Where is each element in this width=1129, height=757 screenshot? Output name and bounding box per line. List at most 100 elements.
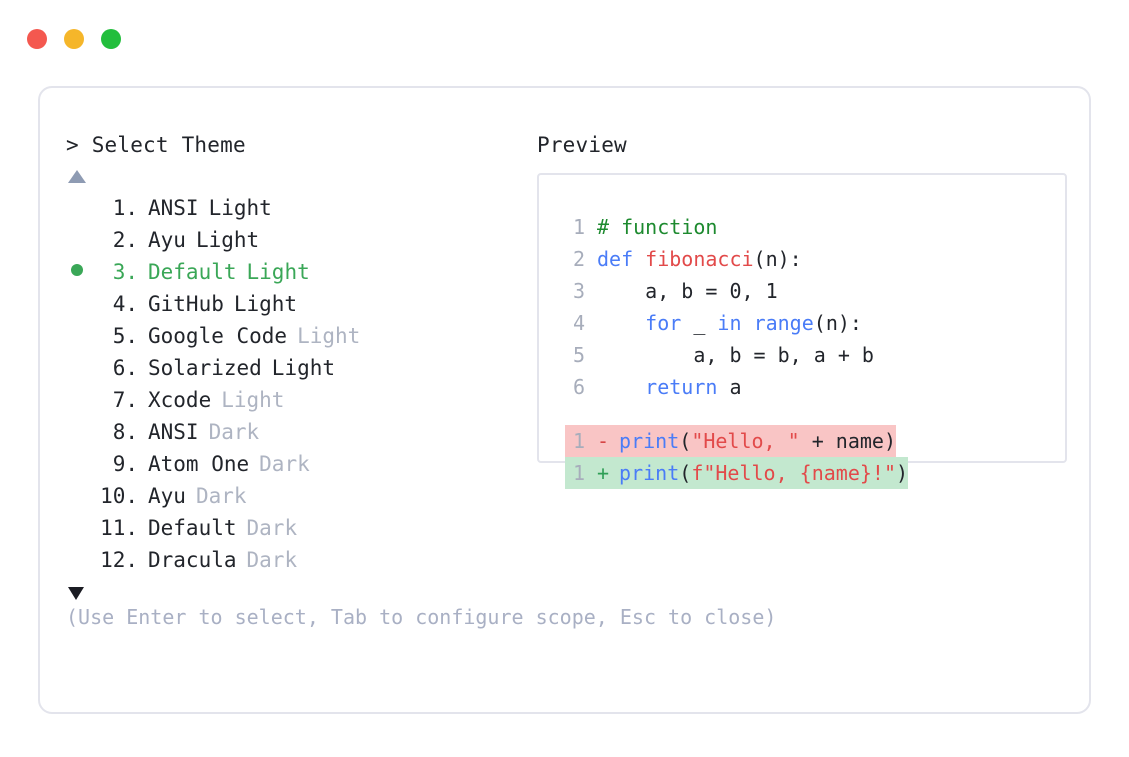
code-token: + name) xyxy=(799,429,897,453)
preview-code-box: 1 # function 2 def fibonacci(n): 3 a, b = 0,… xyxy=(537,173,1067,489)
maximize-button[interactable] xyxy=(101,29,121,49)
theme-item-index: 2. xyxy=(112,228,138,252)
line-number: 6 xyxy=(572,375,585,399)
code-token: _ xyxy=(681,311,718,335)
theme-item-variant: Light xyxy=(271,356,336,380)
theme-item-variant: Light xyxy=(297,324,361,348)
code-token: for xyxy=(645,311,682,335)
theme-item-index: 9. xyxy=(112,452,138,476)
code-block: 1 # function 2 def fibonacci(n): 3 a, b = 0,… xyxy=(565,211,909,489)
theme-item-variant: Dark xyxy=(246,548,298,572)
theme-item-variant: Light xyxy=(233,292,298,316)
prompt-caret: > xyxy=(66,133,79,157)
theme-item-index: 4. xyxy=(112,292,138,316)
diff-line-minus: 1-print("Hello, " + name) xyxy=(565,425,897,457)
theme-item-name: Default xyxy=(148,516,237,540)
minimize-button[interactable] xyxy=(64,29,84,49)
code-line: 1 # function xyxy=(565,211,908,243)
code-spacer xyxy=(565,403,908,425)
code-token: , xyxy=(741,279,766,303)
code-token: 0 xyxy=(729,279,742,303)
theme-item-name: Atom One xyxy=(148,452,250,476)
line-number: 1 xyxy=(572,215,585,239)
code-token: def xyxy=(597,247,646,271)
window-traffic-lights xyxy=(27,29,121,49)
diff-sign: + xyxy=(597,461,610,485)
line-number: 5 xyxy=(572,343,585,367)
code-token: return xyxy=(645,375,718,399)
theme-item-name: Ayu xyxy=(148,484,186,508)
code-token: a xyxy=(717,375,742,399)
selected-bullet-icon xyxy=(71,264,83,276)
code-token: ( xyxy=(679,461,692,485)
theme-list-item[interactable]: 6. Solarized Light xyxy=(66,352,536,384)
theme-item-variant: Dark xyxy=(208,420,260,444)
theme-item-variant: Dark xyxy=(259,452,310,476)
theme-list-item[interactable]: 7. Xcode Light xyxy=(66,384,536,416)
preview-panel-header: Preview xyxy=(537,132,1067,158)
line-number: 3 xyxy=(572,279,585,303)
code-line: 6 return a xyxy=(565,371,908,403)
theme-item-index: 5. xyxy=(112,324,138,348)
code-token: print xyxy=(619,429,680,453)
theme-item-index: 7. xyxy=(112,388,138,412)
triangle-down-icon[interactable] xyxy=(68,587,84,600)
theme-list-item[interactable]: 4. GitHub Light xyxy=(66,288,536,320)
line-number: 2 xyxy=(572,247,585,271)
theme-item-name: ANSI xyxy=(148,420,199,444)
theme-item-index: 1. xyxy=(112,196,138,220)
theme-list-item[interactable]: 10. Ayu Dark xyxy=(66,480,536,512)
theme-list-item[interactable]: 3. Default Light xyxy=(66,256,536,288)
selection-indicator-slot xyxy=(66,256,96,288)
theme-item-name: Solarized xyxy=(148,356,262,380)
code-token xyxy=(742,307,754,339)
theme-item-index: 12. xyxy=(100,548,138,572)
triangle-up-icon[interactable] xyxy=(68,170,86,183)
page-title-label: Select Theme xyxy=(91,133,246,157)
theme-item-variant: Light xyxy=(246,260,310,284)
theme-item-index: 10. xyxy=(100,484,138,508)
page-title: > Select Theme xyxy=(66,132,536,158)
theme-list-item[interactable]: 9. Atom One Dark xyxy=(66,448,536,480)
code-token: a, b = b, a + b xyxy=(597,343,874,367)
theme-item-name: Google Code xyxy=(148,324,288,348)
theme-item-variant: Light xyxy=(208,196,272,220)
close-button[interactable] xyxy=(27,29,47,49)
code-token xyxy=(597,371,645,403)
code-line: 3 a, b = 0, 1 xyxy=(565,275,908,307)
keyboard-hint: (Use Enter to select, Tab to configure s… xyxy=(66,605,777,629)
theme-item-name: ANSI xyxy=(148,196,199,220)
line-number: 1 xyxy=(572,429,585,453)
theme-item-name: GitHub xyxy=(148,292,224,316)
theme-item-variant: Dark xyxy=(195,484,247,508)
theme-item-variant: Light xyxy=(221,388,285,412)
theme-list-item[interactable]: 8. ANSI Dark xyxy=(66,416,536,448)
code-token: 1 xyxy=(765,279,778,303)
theme-item-index: 8. xyxy=(112,420,138,444)
code-line: 2 def fibonacci(n): xyxy=(565,243,908,275)
theme-item-index: 6. xyxy=(112,356,138,380)
code-token: "Hello, " xyxy=(691,429,800,453)
diff-line-plus: 1+print(f"Hello, {name}!") xyxy=(565,457,909,489)
code-line: 5 a, b = b, a + b xyxy=(565,339,908,371)
theme-item-variant: Light xyxy=(195,228,260,252)
code-token: (n): xyxy=(753,247,802,271)
theme-item-name: Default xyxy=(148,260,237,284)
code-token: # function xyxy=(597,215,718,239)
theme-item-name: Xcode xyxy=(148,388,212,412)
line-number: 1 xyxy=(572,461,585,485)
theme-list-item[interactable]: 5. Google Code Light xyxy=(66,320,536,352)
code-line: 4 for _ in range(n): xyxy=(565,307,908,339)
code-token: fibonacci xyxy=(645,247,754,271)
code-token: f"Hello, {name}!" xyxy=(691,461,897,485)
theme-item-index: 3. xyxy=(112,260,138,284)
theme-item-variant: Dark xyxy=(246,516,298,540)
theme-list-item[interactable]: 1. ANSI Light xyxy=(66,192,536,224)
line-number: 4 xyxy=(572,311,585,335)
